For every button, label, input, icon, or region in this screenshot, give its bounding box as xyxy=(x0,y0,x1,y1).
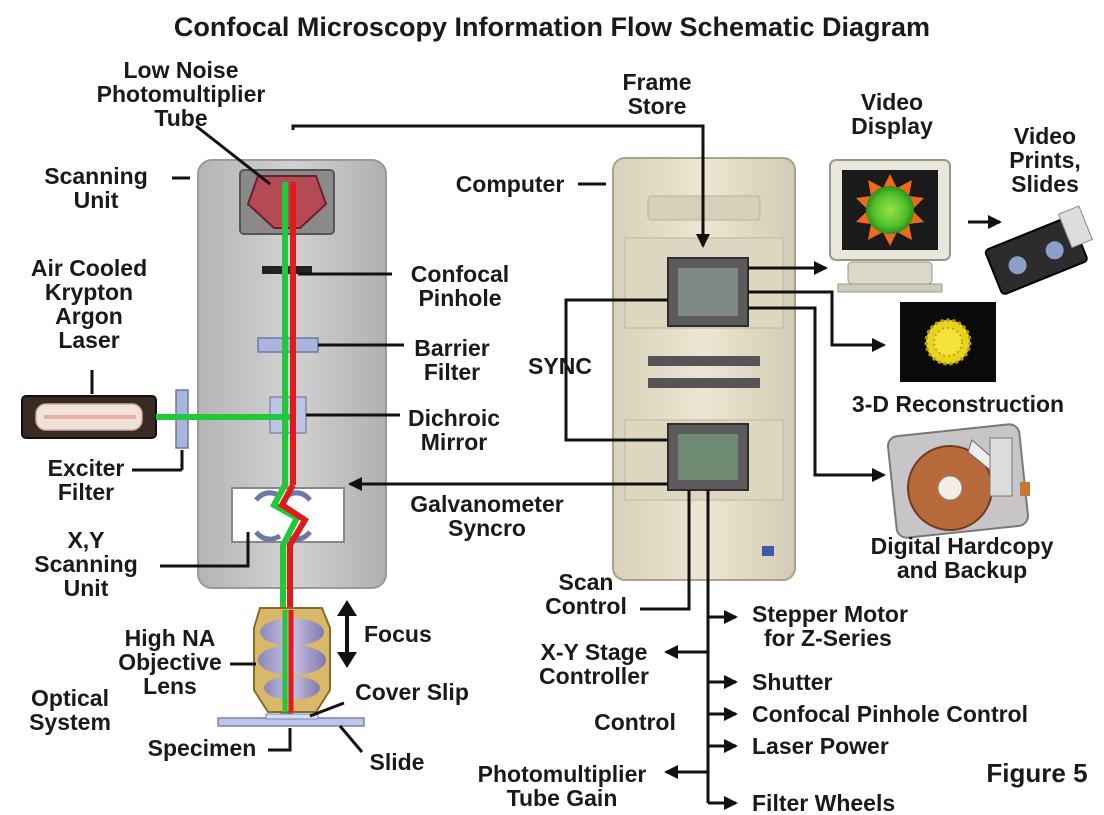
label-pmt-3: Tube xyxy=(154,105,207,131)
label-filter-wheels: Filter Wheels xyxy=(752,790,895,815)
diagram-title: Confocal Microscopy Information Flow Sch… xyxy=(174,12,930,42)
3d-reconstruction-image xyxy=(900,302,996,382)
connector-lines xyxy=(90,124,1002,810)
label-pmt-1: Low Noise xyxy=(123,57,238,83)
label-frame-store-1: Frame xyxy=(622,69,691,95)
objective-lens xyxy=(253,607,331,713)
label-pmt-2: Photomultiplier xyxy=(97,81,266,107)
label-xy-1: X,Y xyxy=(67,527,104,553)
cover-slip xyxy=(265,713,319,720)
label-scan-control-2: Control xyxy=(545,593,627,619)
label-optical-1: Optical xyxy=(31,685,109,711)
label-pinhole-control: Confocal Pinhole Control xyxy=(752,701,1028,727)
label-galvo-1: Galvanometer xyxy=(410,491,563,517)
label-computer: Computer xyxy=(456,171,565,197)
label-barrier-2: Filter xyxy=(424,359,480,385)
label-optical-2: System xyxy=(29,709,111,735)
label-stage-2: Controller xyxy=(539,663,649,689)
label-barrier-1: Barrier xyxy=(414,335,489,361)
label-pmt-gain-1: Photomultiplier xyxy=(478,761,647,787)
label-shutter: Shutter xyxy=(752,669,833,695)
label-prints-1: Video xyxy=(1014,123,1076,149)
label-scan-control-1: Scan xyxy=(559,569,614,595)
label-scanning-unit-2: Unit xyxy=(74,187,119,213)
label-pinhole-1: Confocal xyxy=(411,261,509,287)
label-stepper-2: for Z-Series xyxy=(764,625,892,651)
label-exciter-1: Exciter xyxy=(48,455,125,481)
label-video-display-1: Video xyxy=(861,89,923,115)
label-frame-store-2: Store xyxy=(628,93,687,119)
label-stage-1: X-Y Stage xyxy=(541,639,648,665)
figure-label: Figure 5 xyxy=(986,758,1087,788)
label-laser-power: Laser Power xyxy=(752,733,889,759)
krypton-argon-laser xyxy=(21,395,157,439)
label-dichroic-1: Dichroic xyxy=(408,405,500,431)
light-beams xyxy=(156,182,310,718)
label-control: Control xyxy=(594,709,676,735)
label-xy-3: Unit xyxy=(64,575,109,601)
label-laser-2: Krypton xyxy=(45,279,133,305)
label-scanning-unit-1: Scanning xyxy=(44,163,148,189)
label-hardcopy-2: and Backup xyxy=(897,557,1027,583)
label-dichroic-2: Mirror xyxy=(421,429,488,455)
label-pinhole-2: Pinhole xyxy=(418,285,501,311)
video-display-monitor xyxy=(829,159,951,293)
video-cassette xyxy=(984,205,1093,295)
hard-drive xyxy=(887,423,1030,539)
label-stepper-1: Stepper Motor xyxy=(752,601,908,627)
label-pmt-gain-2: Tube Gain xyxy=(507,785,618,811)
label-video-display-2: Display xyxy=(851,113,933,139)
label-objective-1: High NA xyxy=(125,625,216,651)
focus-double-arrow xyxy=(337,600,357,668)
label-hardcopy-1: Digital Hardcopy xyxy=(871,533,1054,559)
label-laser-4: Laser xyxy=(58,327,119,353)
label-slide: Slide xyxy=(370,749,425,775)
label-laser-1: Air Cooled xyxy=(31,255,147,281)
label-prints-3: Slides xyxy=(1011,171,1079,197)
label-galvo-2: Syncro xyxy=(448,515,526,541)
label-xy-2: Scanning xyxy=(34,551,138,577)
labels: Low Noise Photomultiplier Tube Scanning … xyxy=(29,57,1087,815)
label-objective-3: Lens xyxy=(143,673,197,699)
label-3d-reconstruction: 3-D Reconstruction xyxy=(852,391,1064,417)
label-focus: Focus xyxy=(364,621,432,647)
label-sync: SYNC xyxy=(528,353,592,379)
computer-tower xyxy=(612,157,796,581)
label-laser-3: Argon xyxy=(55,303,123,329)
label-prints-2: Prints, xyxy=(1009,147,1081,173)
label-objective-2: Objective xyxy=(118,649,222,675)
label-specimen: Specimen xyxy=(148,735,257,761)
label-cover-slip: Cover Slip xyxy=(355,679,469,705)
label-exciter-2: Filter xyxy=(58,479,114,505)
